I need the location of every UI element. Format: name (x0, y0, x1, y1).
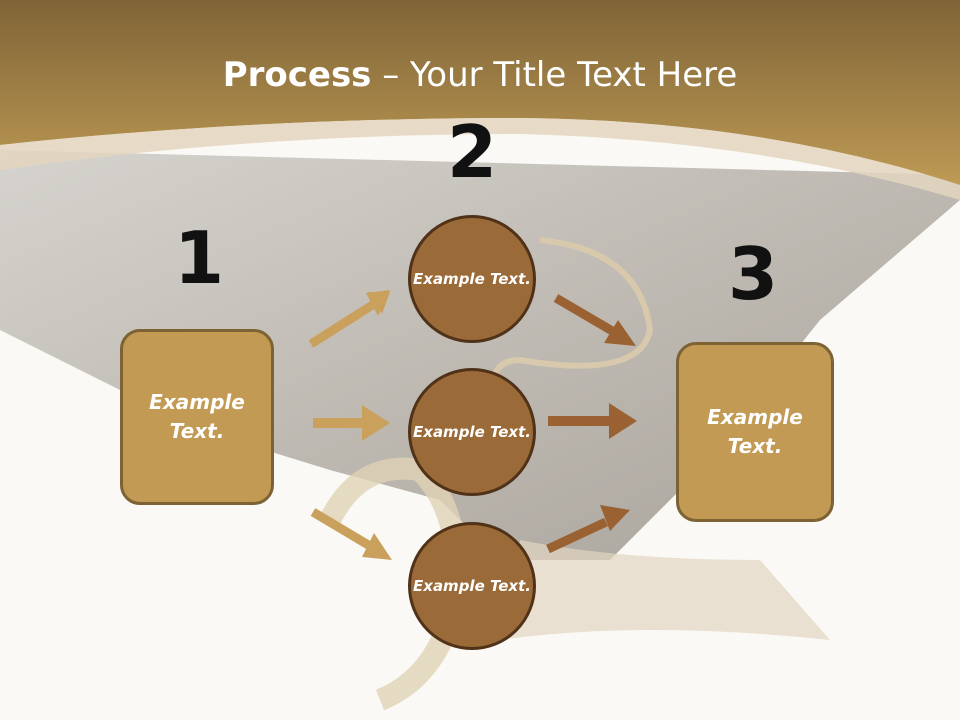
step-3-text: Example Text. (707, 405, 803, 458)
slide-title-bold: Process (222, 55, 372, 95)
step-2-circle-bottom: Example Text. (408, 522, 536, 650)
step-1-box: Example Text. (120, 329, 274, 505)
arrow-1-to-2a (308, 290, 390, 348)
step-2-top-text: Example Text. (413, 269, 531, 288)
arrow-2b-to-3 (548, 403, 637, 439)
arrow-1-to-2b (313, 405, 390, 441)
step-1-text: Example Text. (149, 390, 245, 443)
step-number-1: 1 (173, 216, 225, 300)
step-2-circle-top: Example Text. (408, 215, 536, 343)
step-2-middle-text: Example Text. (413, 422, 531, 441)
step-3-box: Example Text. (676, 342, 834, 522)
arrow-1-to-2c (310, 508, 392, 560)
slide-title-rest: – Your Title Text Here (371, 55, 738, 95)
step-number-3: 3 (727, 232, 779, 316)
step-2-bottom-text: Example Text. (413, 576, 531, 595)
slide-title: Process – Your Title Text Here (0, 52, 960, 98)
arrow-2c-to-3 (546, 505, 630, 554)
arrow-2a-to-3 (553, 294, 636, 346)
step-number-2: 2 (446, 110, 498, 194)
step-2-circle-middle: Example Text. (408, 368, 536, 496)
